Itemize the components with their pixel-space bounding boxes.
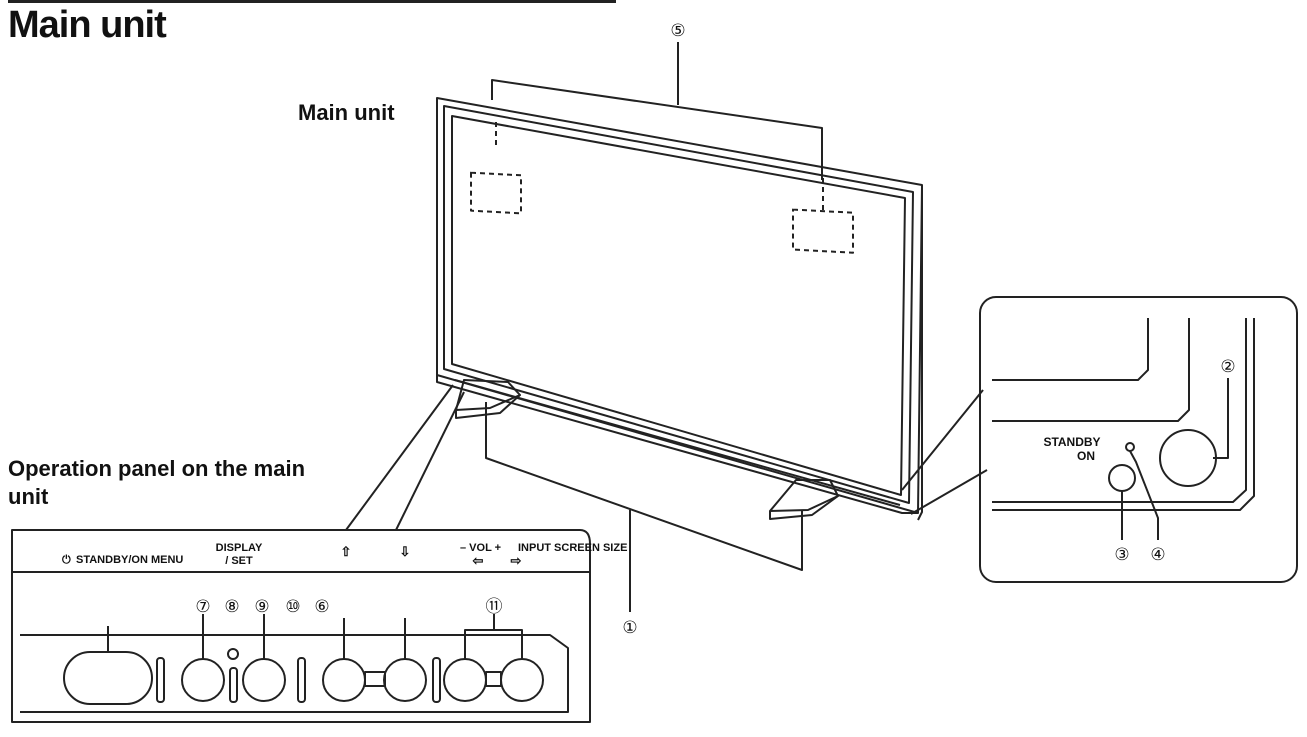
panel-indicator (227, 648, 239, 660)
callout-2: ② (1220, 357, 1235, 377)
callout-3: ③ (1114, 545, 1129, 565)
operation-panel (11, 529, 591, 723)
up-arrow-icon: ⇧ (341, 544, 352, 559)
vol-plus-button (500, 658, 544, 702)
callout-5-bracket (491, 42, 823, 180)
standby-on-menu-label: STANDBY/ON MENU (76, 554, 183, 566)
standby-on-button (1108, 464, 1136, 492)
up-button (322, 658, 366, 702)
tv-main-body (436, 97, 923, 521)
main-unit-label: Main unit (298, 100, 395, 125)
callout-1-bracket (485, 402, 803, 612)
operation-panel-label: Operation panel on the main unit (8, 456, 306, 509)
callout-11: ⑪ (486, 597, 503, 617)
standby-indicator (1125, 442, 1135, 452)
input-screen-size-label: INPUT SCREEN SIZE (518, 542, 627, 554)
header-rule (8, 0, 616, 3)
power-symbol: ⏻ (62, 553, 71, 566)
page-title: Main unit (8, 4, 167, 46)
callout-6: ⑥ (314, 597, 329, 617)
right-arrow-icon: ⇨ (511, 553, 522, 568)
display-set-button (242, 658, 286, 702)
vol-label: – VOL + (460, 542, 501, 554)
standby-inset (979, 296, 1298, 583)
standby-label: STANDBY (1043, 435, 1100, 449)
remote-sensor-window (1159, 429, 1217, 487)
callout-7: ⑦ (195, 597, 210, 617)
on-label: ON (1077, 449, 1095, 463)
standby-on-panel-button (63, 651, 153, 705)
callout-9: ⑨ (254, 597, 269, 617)
callout-10: ⑩ (285, 597, 300, 617)
speaker-markers (470, 122, 854, 254)
set-label: / SET (225, 555, 253, 567)
panel-zoom-lines (345, 384, 465, 531)
left-arrow-icon: ⇦ (472, 553, 484, 568)
inset-zoom-lines (901, 389, 988, 515)
down-button (383, 658, 427, 702)
vol-minus-button (443, 658, 487, 702)
display-label: DISPLAY (216, 542, 263, 554)
menu-button (181, 658, 225, 702)
callout-8: ⑧ (224, 597, 239, 617)
callout-4: ④ (1150, 545, 1165, 565)
callout-5: ⑤ (670, 21, 685, 41)
down-arrow-icon: ⇩ (400, 544, 411, 559)
callout-1: ① (622, 618, 637, 638)
tv-stands (455, 379, 839, 520)
